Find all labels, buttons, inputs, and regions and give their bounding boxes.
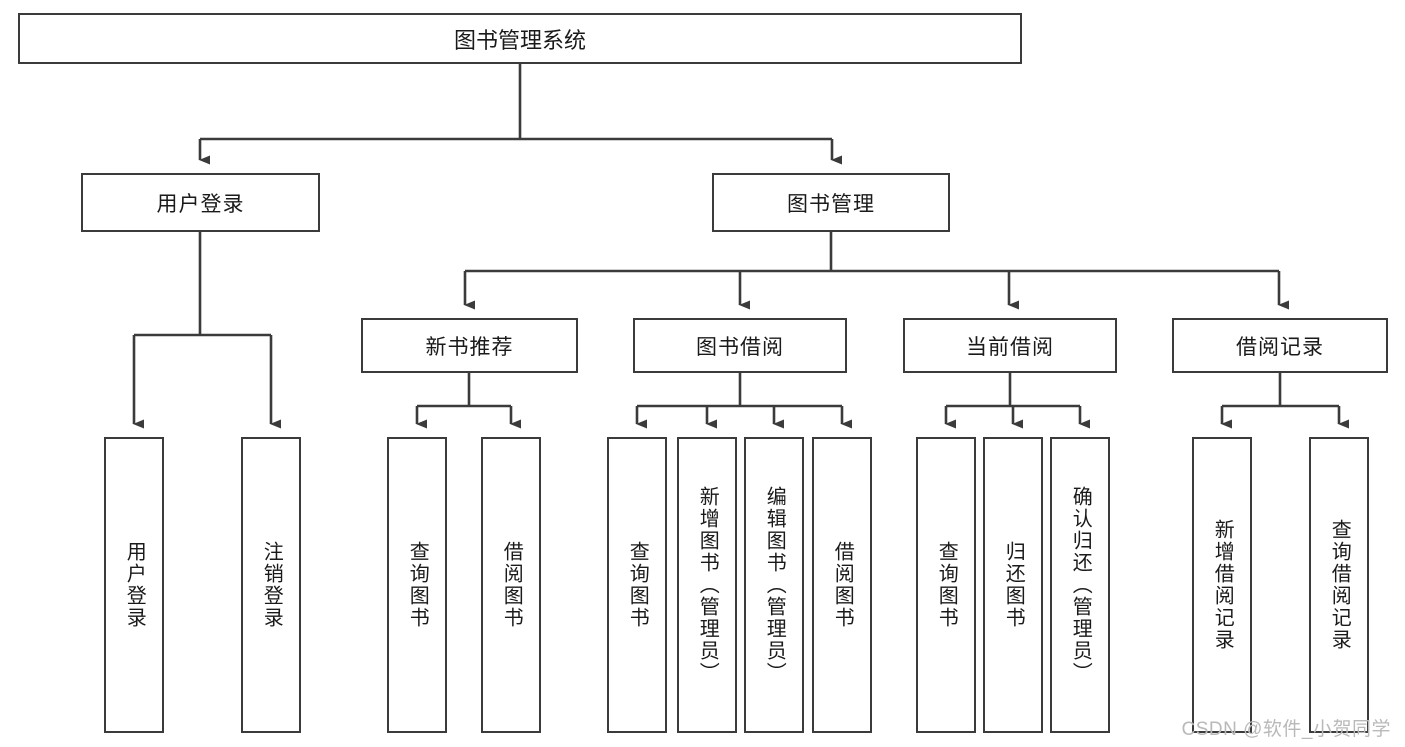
node-leaf-query-book-1-label: 查询图书 (406, 541, 429, 629)
node-leaf-query-book-3-label: 查询图书 (935, 541, 958, 629)
node-leaf-edit-book[interactable]: 编辑图书（管理员） (744, 437, 804, 733)
node-leaf-add-record-label: 新增借阅记录 (1211, 519, 1234, 651)
node-book-manage[interactable]: 图书管理 (712, 173, 950, 232)
node-leaf-borrow-book-2-label: 借阅图书 (831, 541, 854, 629)
node-leaf-add-book[interactable]: 新增图书（管理员） (677, 437, 737, 733)
node-new-book-recommend-label: 新书推荐 (425, 335, 514, 359)
node-root-label: 图书管理系统 (453, 27, 586, 53)
node-leaf-logout-label: 注销登录 (260, 541, 283, 629)
node-user-login[interactable]: 用户登录 (81, 173, 320, 232)
node-leaf-return-book[interactable]: 归还图书 (983, 437, 1043, 733)
node-leaf-user-login[interactable]: 用户登录 (104, 437, 164, 733)
node-leaf-query-book-3[interactable]: 查询图书 (916, 437, 976, 733)
node-leaf-add-book-label: 新增图书（管理员） (696, 486, 719, 684)
node-root[interactable]: 图书管理系统 (18, 13, 1022, 64)
node-leaf-logout[interactable]: 注销登录 (241, 437, 301, 733)
node-user-login-label: 用户登录 (156, 192, 245, 216)
node-borrow-record[interactable]: 借阅记录 (1172, 318, 1388, 373)
node-leaf-confirm-return[interactable]: 确认归还（管理员） (1050, 437, 1110, 733)
node-leaf-add-record[interactable]: 新增借阅记录 (1192, 437, 1252, 733)
node-leaf-borrow-book-1-label: 借阅图书 (500, 541, 523, 629)
node-leaf-return-book-label: 归还图书 (1002, 541, 1025, 629)
node-leaf-query-book-1[interactable]: 查询图书 (387, 437, 447, 733)
node-leaf-query-record-label: 查询借阅记录 (1328, 519, 1351, 651)
node-leaf-query-book-2[interactable]: 查询图书 (607, 437, 667, 733)
node-book-borrow[interactable]: 图书借阅 (633, 318, 847, 373)
node-leaf-user-login-label: 用户登录 (123, 541, 146, 629)
node-leaf-query-record[interactable]: 查询借阅记录 (1309, 437, 1369, 733)
node-book-manage-label: 图书管理 (787, 192, 875, 216)
node-new-book-recommend[interactable]: 新书推荐 (361, 318, 578, 373)
node-current-borrow[interactable]: 当前借阅 (903, 318, 1117, 373)
node-borrow-record-label: 借阅记录 (1236, 335, 1324, 359)
node-leaf-borrow-book-2[interactable]: 借阅图书 (812, 437, 872, 733)
node-leaf-confirm-return-label: 确认归还（管理员） (1069, 486, 1092, 684)
node-leaf-query-book-2-label: 查询图书 (626, 541, 649, 629)
node-leaf-borrow-book-1[interactable]: 借阅图书 (481, 437, 541, 733)
node-leaf-edit-book-label: 编辑图书（管理员） (763, 486, 786, 684)
node-current-borrow-label: 当前借阅 (966, 335, 1054, 359)
node-book-borrow-label: 图书借阅 (696, 335, 784, 359)
